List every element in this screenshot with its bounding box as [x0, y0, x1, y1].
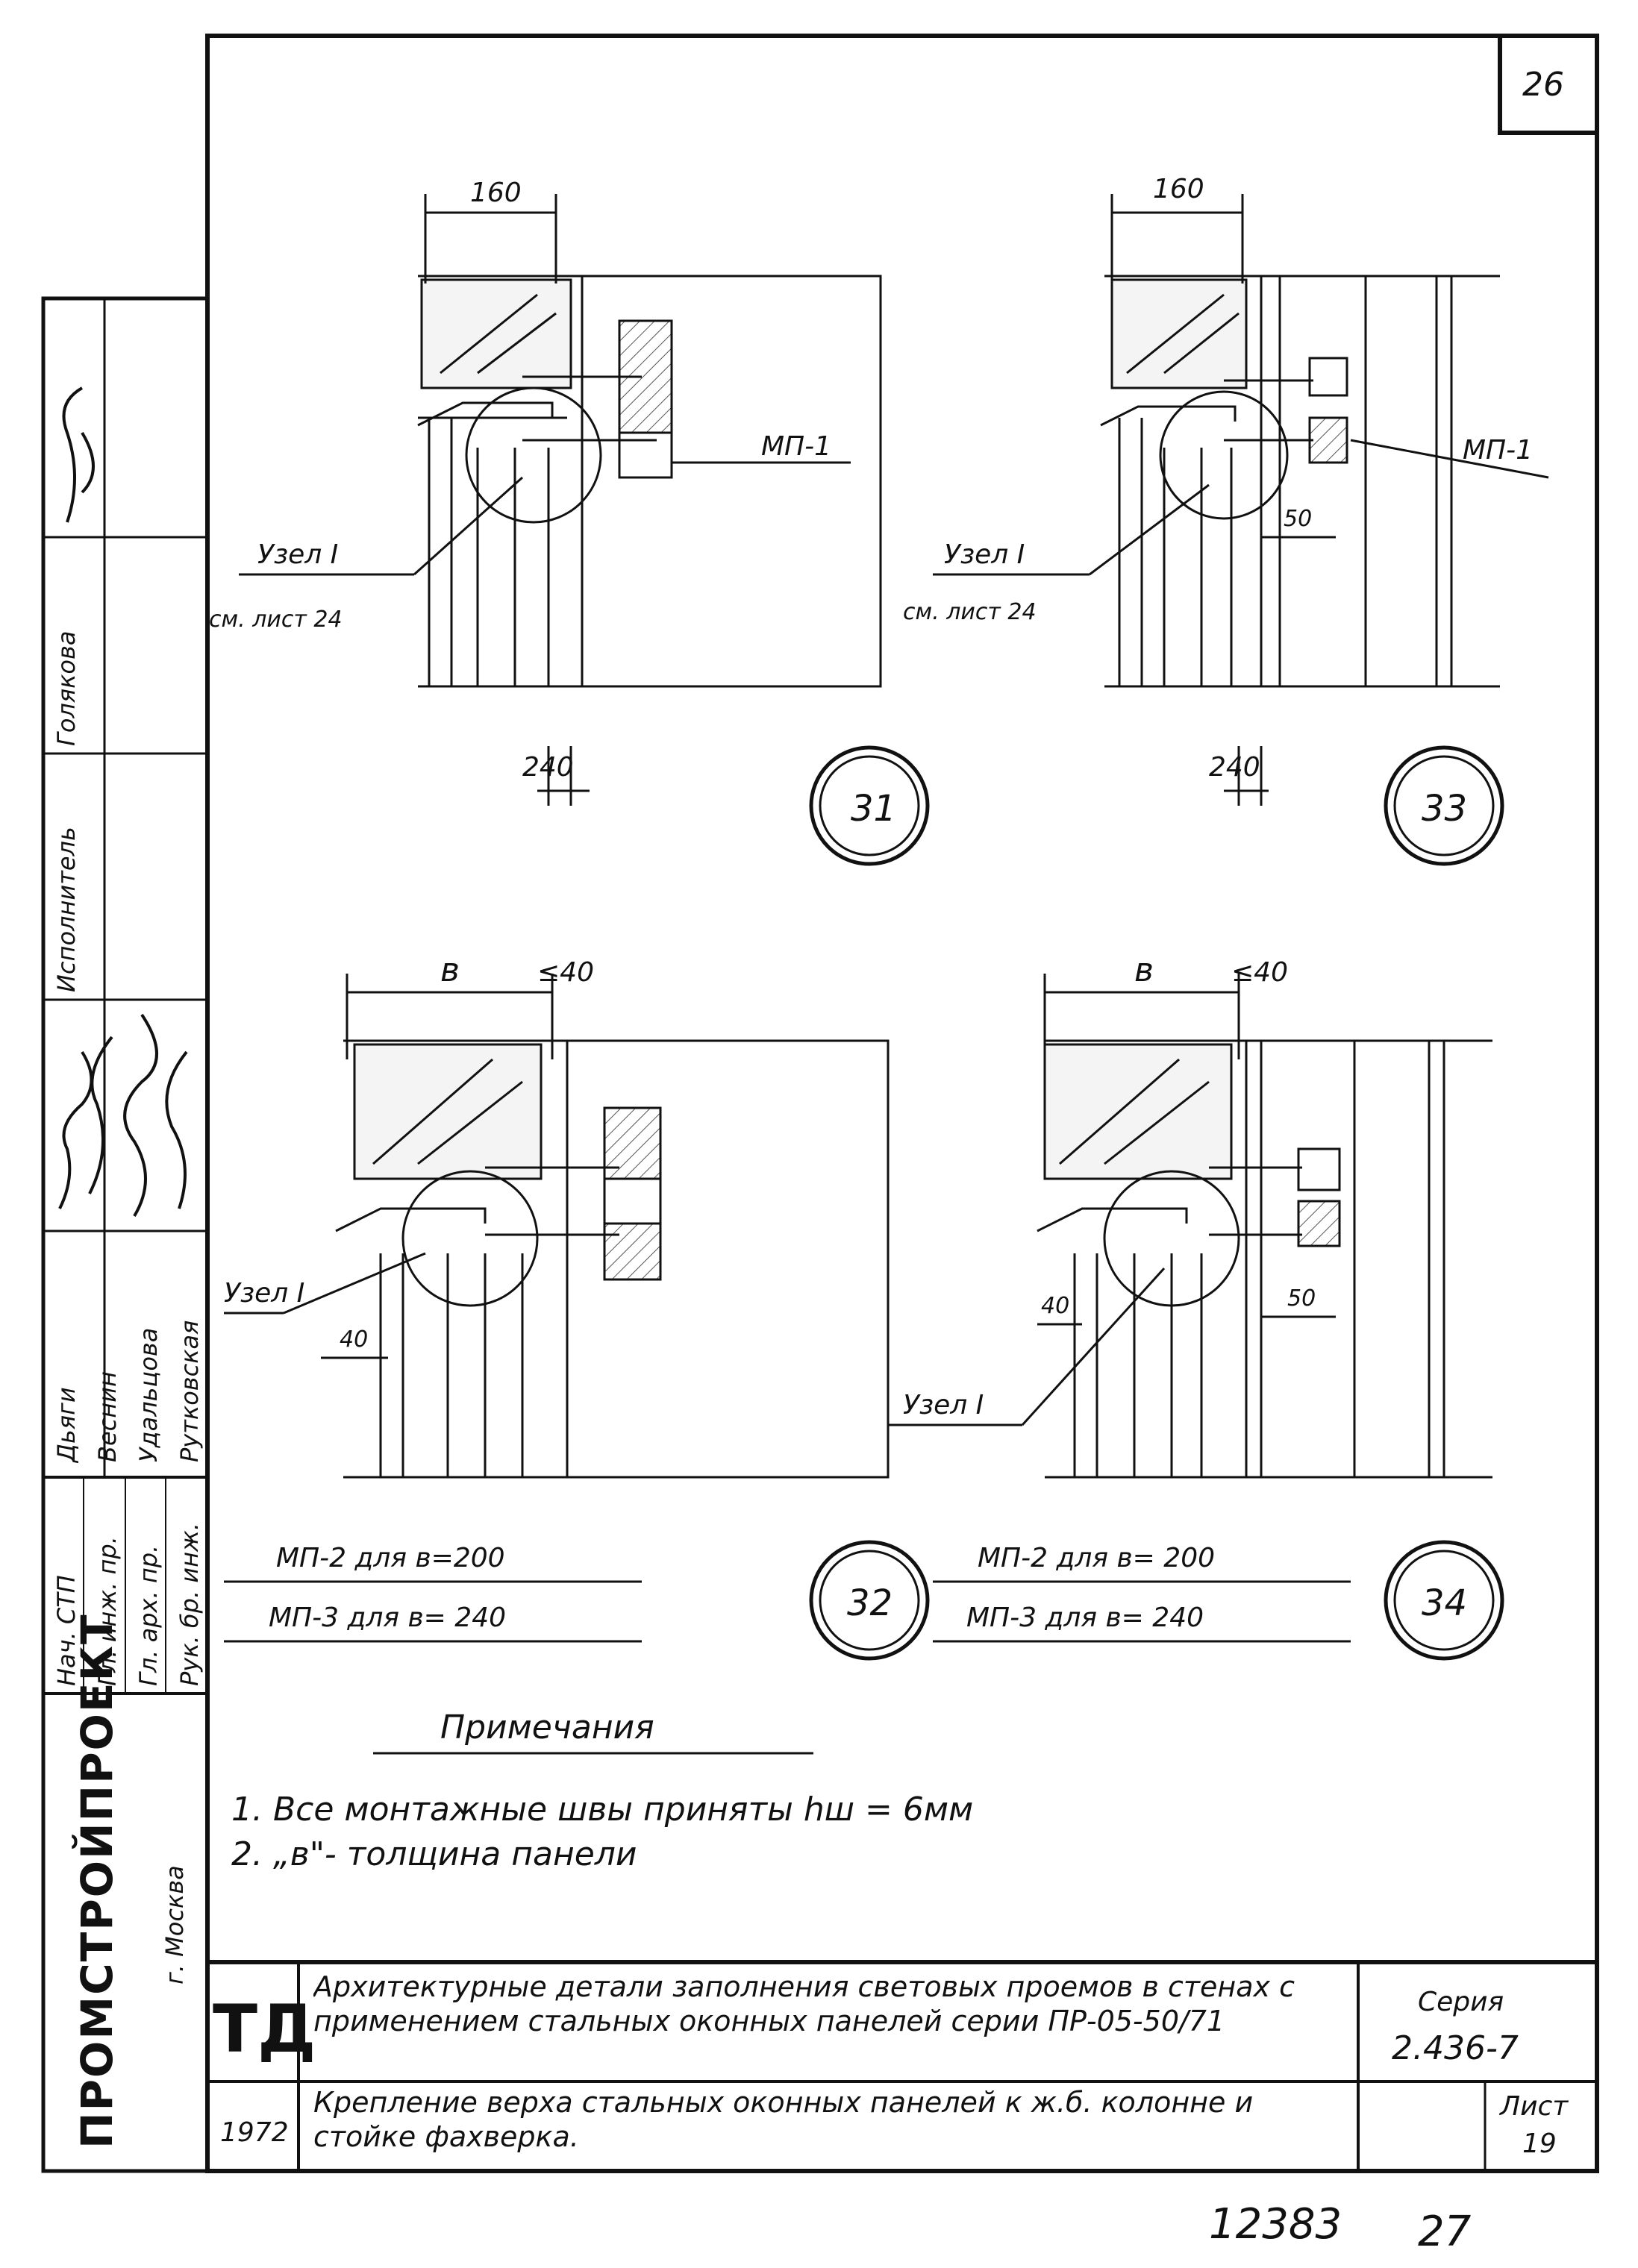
- executor-label: Исполнитель: [52, 827, 81, 992]
- detail-34-dim-top: в: [1134, 951, 1154, 989]
- signature-scribble-2: [123, 1013, 188, 1218]
- notes-title: Примечания: [440, 1708, 654, 1747]
- detail-34-number: 34: [1422, 1582, 1467, 1624]
- detail-34-dim-gap: ≤40: [1231, 957, 1288, 988]
- page-number: 27: [1418, 2208, 1472, 2256]
- detail-33-dim-side: 50: [1284, 506, 1312, 532]
- detail-34-table-row-2: МП-3 для в= 240: [966, 1603, 1204, 1633]
- org-city: г. Москва: [160, 1865, 189, 1985]
- name-3: Удальцова: [134, 1328, 163, 1462]
- org-name: ПРОМСТРОЙПРОЕКТ: [71, 1613, 122, 2149]
- detail-34-node-label: Узел I: [903, 1390, 984, 1420]
- name-1: Дьяги: [52, 1387, 81, 1464]
- executor-name: Голякова: [52, 631, 81, 746]
- title-block: [207, 1960, 1597, 2171]
- title-project-box: Архитектурные детали заполнения световых…: [313, 1970, 1295, 2037]
- detail-31-dim-top: 160: [470, 178, 522, 208]
- title-sheet-box: Крепление верха стальных оконных панелей…: [313, 2086, 1254, 2153]
- signature-scribble-3: [62, 386, 95, 523]
- name-4: Рутковская: [175, 1321, 204, 1462]
- detail-31-node-ref: см. лист 24: [209, 607, 343, 633]
- detail-33: [933, 194, 1549, 866]
- corner-number-box: 26: [1498, 34, 1599, 135]
- detail-32-dim-gap: ≤40: [537, 957, 594, 988]
- signature-scribble-1: [58, 1036, 113, 1209]
- role-4: Рук. бр. инж.: [175, 1523, 204, 1686]
- detail-33-dim-bottom: 240: [1209, 752, 1260, 783]
- detail-32-dim-top: в: [440, 951, 460, 989]
- notes-item-2: 2. „в"- толщина панели: [231, 1835, 637, 1873]
- title-project: Архитектурные детали заполнения световых…: [313, 1970, 1295, 2037]
- corner-number: 26: [1522, 66, 1564, 104]
- detail-33-plate: МП-1: [1463, 435, 1533, 466]
- series-value: 2.436-7: [1392, 2029, 1519, 2067]
- role-3: Гл. арх. пр.: [134, 1545, 163, 1686]
- name-2: Веснин: [93, 1371, 122, 1462]
- role-1: Нач. СТП: [52, 1575, 81, 1686]
- archive-number: 12383: [1209, 2200, 1342, 2249]
- detail-34: [888, 974, 1504, 1661]
- sheet-value: 19: [1522, 2128, 1557, 2159]
- title-year: 1972: [220, 2117, 289, 2148]
- detail-32: [224, 974, 930, 1661]
- detail-31-dim-bottom: 240: [522, 752, 574, 783]
- sheet-label: Лист: [1498, 2091, 1569, 2122]
- detail-33-node-ref: см. лист 24: [903, 599, 1037, 625]
- detail-32-dim-side: 40: [340, 1326, 368, 1353]
- side-stamp: ПРОМСТРОЙПРОЕКТ г. Москва Нач. СТП Гл. и…: [41, 296, 210, 2173]
- title-sheet: Крепление верха стальных оконных панелей…: [313, 2086, 1254, 2153]
- detail-32-number: 32: [847, 1582, 893, 1624]
- detail-33-number: 33: [1422, 788, 1467, 830]
- detail-31-number: 31: [851, 788, 896, 830]
- detail-31-node-label: Узел I: [257, 539, 338, 570]
- series-label: Серия: [1418, 1987, 1504, 2017]
- detail-34-table-row-1: МП-2 для в= 200: [978, 1543, 1215, 1573]
- detail-32-table-row-2: МП-3 для в= 240: [269, 1603, 506, 1633]
- title-logo: ТД: [213, 1990, 316, 2067]
- detail-32-table-row-1: МП-2 для в=200: [276, 1543, 505, 1573]
- role-2: Гл. инж. пр.: [93, 1536, 122, 1686]
- notes-item-1: 1. Все монтажные швы приняты hш = 6мм: [231, 1791, 973, 1829]
- detail-34-dim-side2: 50: [1287, 1285, 1316, 1312]
- detail-34-dim-side: 40: [1041, 1293, 1069, 1319]
- detail-31: [239, 194, 930, 866]
- detail-33-dim-top: 160: [1153, 174, 1204, 204]
- detail-33-node-label: Узел I: [944, 539, 1025, 570]
- detail-31-plate: МП-1: [761, 431, 831, 462]
- detail-32-node-label: Узел I: [224, 1278, 304, 1309]
